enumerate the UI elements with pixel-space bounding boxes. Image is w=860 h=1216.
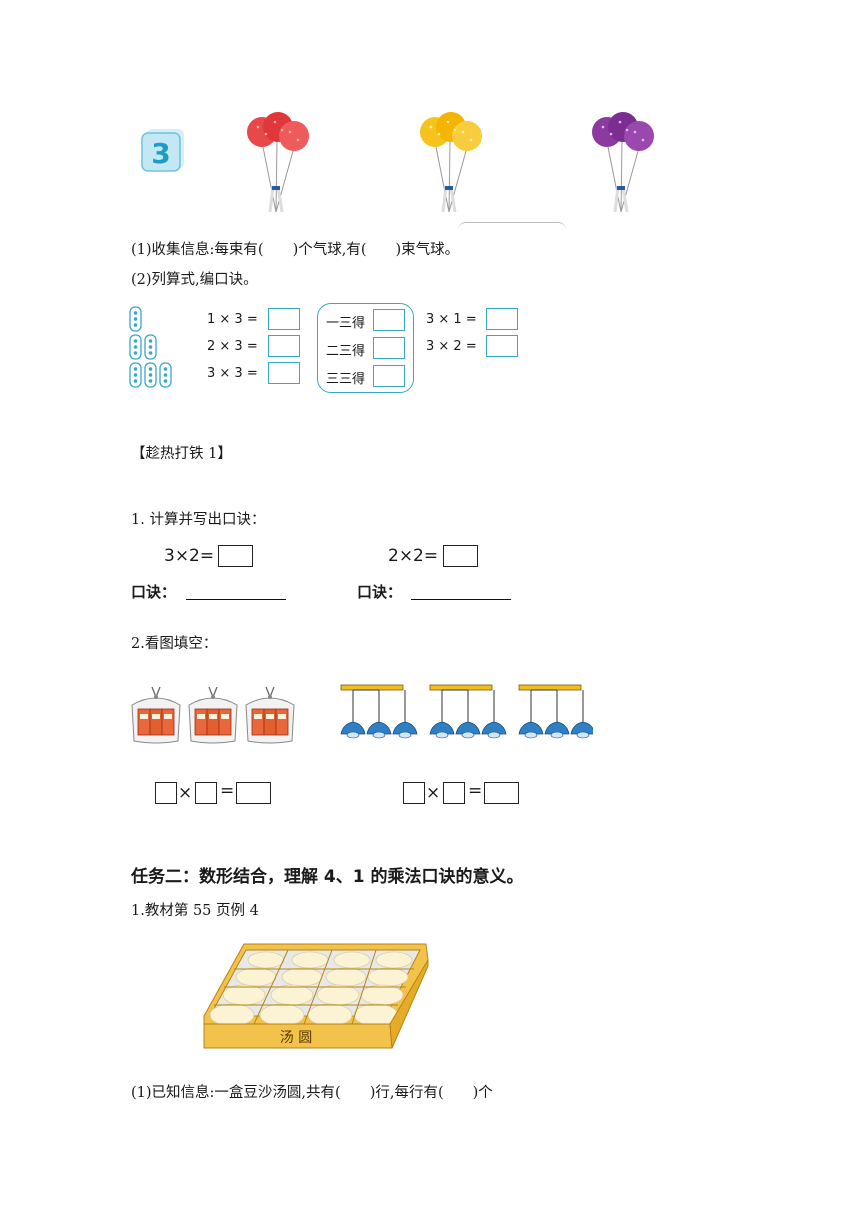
task2-heading: 任务二：数形结合，理解 4、1 的乘法口诀的意义。 <box>131 867 524 887</box>
practice-question-2: 2.看图填空： <box>131 636 218 652</box>
equation-2x3: 2 × 3 = <box>207 339 258 354</box>
task2-question-1: (1)已知信息:一盒豆沙汤圆,共有( )行,每行有( )个 <box>131 1085 493 1101</box>
example3-question-2: (2)列算式,编口诀。 <box>131 272 258 288</box>
svg-text:3: 3 <box>151 137 170 170</box>
rhyme-label-right: 口诀： <box>357 583 403 601</box>
example-3-badge: 3 <box>140 127 186 173</box>
lamp-factor-2[interactable] <box>443 782 465 804</box>
hanging-lamps-illustration <box>333 682 593 748</box>
equation-1x3: 1 × 3 = <box>207 312 258 327</box>
practice-question-1: 1. 计算并写出口诀： <box>131 512 266 528</box>
tray-label: 汤 圆 <box>280 1030 312 1046</box>
answer-box-3x3[interactable] <box>268 362 300 384</box>
rhyme-1: 一三得 <box>326 316 366 331</box>
rhyme-group-frame <box>317 303 414 393</box>
pack-factor-1[interactable] <box>155 782 177 804</box>
rhyme-line-left[interactable] <box>186 599 286 600</box>
rhyme-line-right[interactable] <box>411 599 511 600</box>
rhyme-label-left: 口诀： <box>131 583 177 601</box>
rhyme-answer-3[interactable] <box>373 365 405 387</box>
milk-packs-illustration <box>128 683 303 745</box>
task2-reference: 1.教材第 55 页例 4 <box>131 903 259 919</box>
divider-arc <box>458 222 566 231</box>
tangyuan-tray-illustration: 汤 圆 <box>200 940 432 1050</box>
pack-times: × <box>178 783 193 803</box>
calc-right: 2×2= <box>388 546 439 566</box>
equation-3x1: 3 × 1 = <box>426 312 477 327</box>
rhyme-answer-2[interactable] <box>373 337 405 359</box>
lamp-times: × <box>426 783 441 803</box>
pack-product[interactable] <box>236 782 271 804</box>
practice-title: 【趁热打铁 1】 <box>131 446 232 462</box>
calc-left-answer[interactable] <box>218 545 253 567</box>
lamp-equals: = <box>468 781 483 801</box>
balloon-bunch-purple <box>585 112 660 217</box>
calc-left: 3×2= <box>164 546 215 566</box>
pack-equals: = <box>220 781 235 801</box>
rhyme-2: 二三得 <box>326 344 366 359</box>
answer-box-3x1[interactable] <box>486 308 518 330</box>
rhyme-answer-1[interactable] <box>373 309 405 331</box>
answer-box-1x3[interactable] <box>268 308 300 330</box>
answer-box-3x2[interactable] <box>486 335 518 357</box>
equation-3x3: 3 × 3 = <box>207 366 258 381</box>
lamp-factor-1[interactable] <box>403 782 425 804</box>
rhyme-3: 三三得 <box>326 372 366 387</box>
pack-factor-2[interactable] <box>195 782 217 804</box>
example3-question-1: (1)收集信息:每束有( )个气球,有( )束气球。 <box>131 242 460 258</box>
balloon-bunch-yellow <box>413 112 488 217</box>
balloon-bunch-red <box>240 112 315 217</box>
dot-cards-illustration <box>128 305 178 390</box>
lamp-product[interactable] <box>484 782 519 804</box>
equation-3x2: 3 × 2 = <box>426 339 477 354</box>
answer-box-2x3[interactable] <box>268 335 300 357</box>
calc-right-answer[interactable] <box>443 545 478 567</box>
